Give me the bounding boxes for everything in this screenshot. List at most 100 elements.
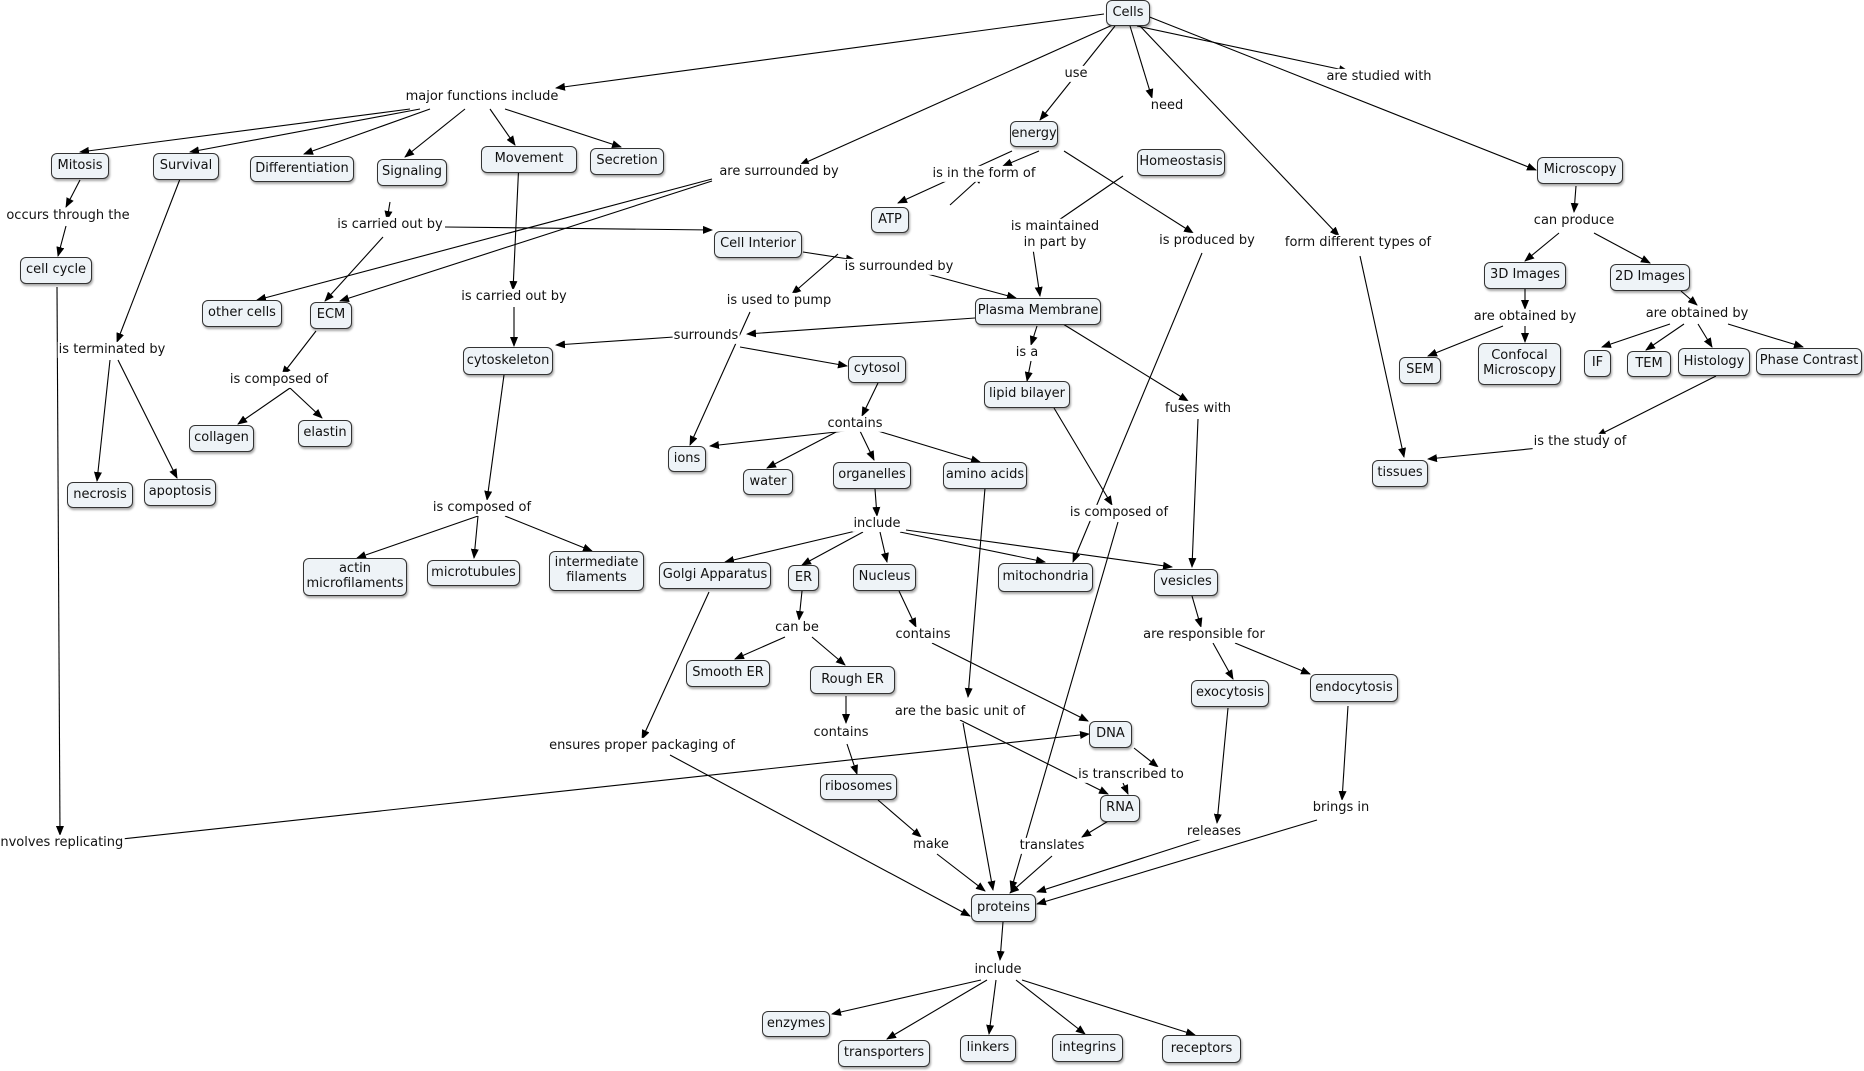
concept-mitosis[interactable]: Mitosis <box>51 153 109 179</box>
concept-cells[interactable]: Cells <box>1106 0 1150 26</box>
concept-rna[interactable]: RNA <box>1100 795 1140 822</box>
connector-arrow <box>1063 150 1194 234</box>
concept-secretion[interactable]: Secretion <box>590 148 664 175</box>
concept-amino-acids[interactable]: amino acids <box>943 462 1027 489</box>
concept-ecm[interactable]: ECM <box>310 302 352 329</box>
connector-arrow <box>1081 819 1111 838</box>
connector-arrow <box>1024 360 1033 382</box>
concept-microscopy[interactable]: Microscopy <box>1537 157 1623 184</box>
concept-cytoskeleton[interactable]: cytoskeleton <box>463 347 553 375</box>
concept-endocytosis[interactable]: endocytosis <box>1310 674 1398 702</box>
concept-ribosomes[interactable]: ribosomes <box>820 774 897 800</box>
concept-apoptosis[interactable]: apoptosis <box>144 479 216 506</box>
connector-arrow <box>1053 407 1113 506</box>
concept-enzymes[interactable]: enzymes <box>762 1011 830 1037</box>
concept-other-cells[interactable]: other cells <box>202 300 282 327</box>
concept-survival[interactable]: Survival <box>153 153 219 180</box>
connector-arrow <box>356 515 479 559</box>
connector-arrow <box>237 387 291 425</box>
concept-golgi[interactable]: Golgi Apparatus <box>659 562 771 589</box>
concept-confocal[interactable]: Confocal Microscopy <box>1478 343 1561 385</box>
link-include-org: include <box>852 515 902 533</box>
concept-necrosis[interactable]: necrosis <box>67 482 133 508</box>
connector-arrow <box>189 108 421 155</box>
concept-er[interactable]: ER <box>788 565 819 591</box>
connector-arrow <box>996 921 1005 961</box>
connector-arrow <box>986 979 997 1035</box>
concept-collagen[interactable]: collagen <box>189 425 254 452</box>
concept-histology[interactable]: Histology <box>1678 348 1750 376</box>
connector-arrow <box>1133 747 1159 768</box>
connector-arrow <box>962 722 996 891</box>
link-used-to-pump: is used to pump <box>725 292 833 310</box>
concept-linkers[interactable]: linkers <box>960 1035 1016 1062</box>
connector-arrow <box>802 251 856 263</box>
connector-arrow <box>1645 323 1685 351</box>
concept-nucleus[interactable]: Nucleus <box>853 564 916 591</box>
concept-water[interactable]: water <box>743 469 793 495</box>
concept-proteins[interactable]: proteins <box>971 894 1036 922</box>
connector-arrow <box>1338 705 1349 801</box>
connector-arrow <box>831 979 982 1016</box>
link-include-proteins: include <box>973 961 1023 979</box>
concept-if[interactable]: IF <box>1584 350 1611 377</box>
concept-differentiation[interactable]: Differentiation <box>250 156 354 182</box>
concept-transporters[interactable]: transporters <box>838 1040 930 1067</box>
concept-microtubules[interactable]: microtubules <box>427 560 520 586</box>
link-studied-with: are studied with <box>1325 68 1433 86</box>
connector-arrow <box>55 286 64 836</box>
concept-sem[interactable]: SEM <box>1399 357 1441 384</box>
concept-actin[interactable]: actin microfilaments <box>303 558 407 596</box>
concept-cell-interior[interactable]: Cell Interior <box>714 231 802 258</box>
link-can-produce: can produce <box>1532 212 1616 230</box>
concept-images2d[interactable]: 2D Images <box>1610 264 1690 291</box>
link-translates: translates <box>1018 837 1086 855</box>
concept-ions[interactable]: ions <box>668 446 706 472</box>
connector-arrow <box>116 178 181 343</box>
concept-images3d[interactable]: 3D Images <box>1484 262 1566 289</box>
connector-arrow <box>555 336 675 349</box>
link-obtained-by-2d: are obtained by <box>1644 305 1750 323</box>
concept-plasma-membrane[interactable]: Plasma Membrane <box>975 298 1101 325</box>
connector-arrow <box>795 590 804 621</box>
connector-arrow <box>905 529 1173 570</box>
connector-arrow <box>846 743 858 775</box>
connector-arrow <box>1036 819 1318 906</box>
connector-arrow <box>1021 979 1196 1037</box>
concept-smooth-er[interactable]: Smooth ER <box>686 660 770 687</box>
concept-energy[interactable]: energy <box>1010 121 1058 147</box>
connector-arrow <box>1213 707 1229 824</box>
concept-atp[interactable]: ATP <box>871 207 909 233</box>
link-study-of: is the study of <box>1532 433 1628 451</box>
connector-arrow <box>1188 418 1199 568</box>
link-in-form-of: is in the form of <box>931 165 1037 183</box>
concept-movement[interactable]: Movement <box>481 146 577 173</box>
concept-integrins[interactable]: integrins <box>1052 1034 1123 1062</box>
concept-exocytosis[interactable]: exocytosis <box>1191 680 1269 707</box>
link-is-a: is a <box>1014 344 1040 362</box>
concept-dna[interactable]: DNA <box>1089 721 1132 748</box>
concept-cell-cycle[interactable]: cell cycle <box>20 257 92 284</box>
concept-receptors[interactable]: receptors <box>1162 1035 1241 1063</box>
link-composed-of-lipid: is composed of <box>1068 504 1170 522</box>
concept-organelles[interactable]: organelles <box>833 462 911 489</box>
link-need: need <box>1149 97 1185 115</box>
connector-arrow <box>339 180 713 303</box>
concept-intermediate[interactable]: intermediate filaments <box>549 551 644 591</box>
connector-arrow <box>56 225 67 257</box>
concept-homeostasis[interactable]: Homeostasis <box>1137 149 1225 176</box>
concept-lipid-bilayer[interactable]: lipid bilayer <box>984 381 1070 408</box>
concept-signaling[interactable]: Signaling <box>377 159 447 186</box>
concept-mitochondria[interactable]: mitochondria <box>998 563 1093 592</box>
connector-arrow <box>1697 323 1713 348</box>
concept-phase-contrast[interactable]: Phase Contrast <box>1756 348 1862 375</box>
concept-tissues[interactable]: tissues <box>1372 460 1428 487</box>
connector-arrow <box>734 636 786 660</box>
concept-elastin[interactable]: elastin <box>298 420 352 447</box>
concept-cytosol[interactable]: cytosol <box>848 356 906 383</box>
concept-tem[interactable]: TEM <box>1627 351 1671 377</box>
concept-vesicles[interactable]: vesicles <box>1154 569 1218 596</box>
concept-rough-er[interactable]: Rough ER <box>810 666 895 694</box>
connector-arrow <box>1593 232 1651 264</box>
